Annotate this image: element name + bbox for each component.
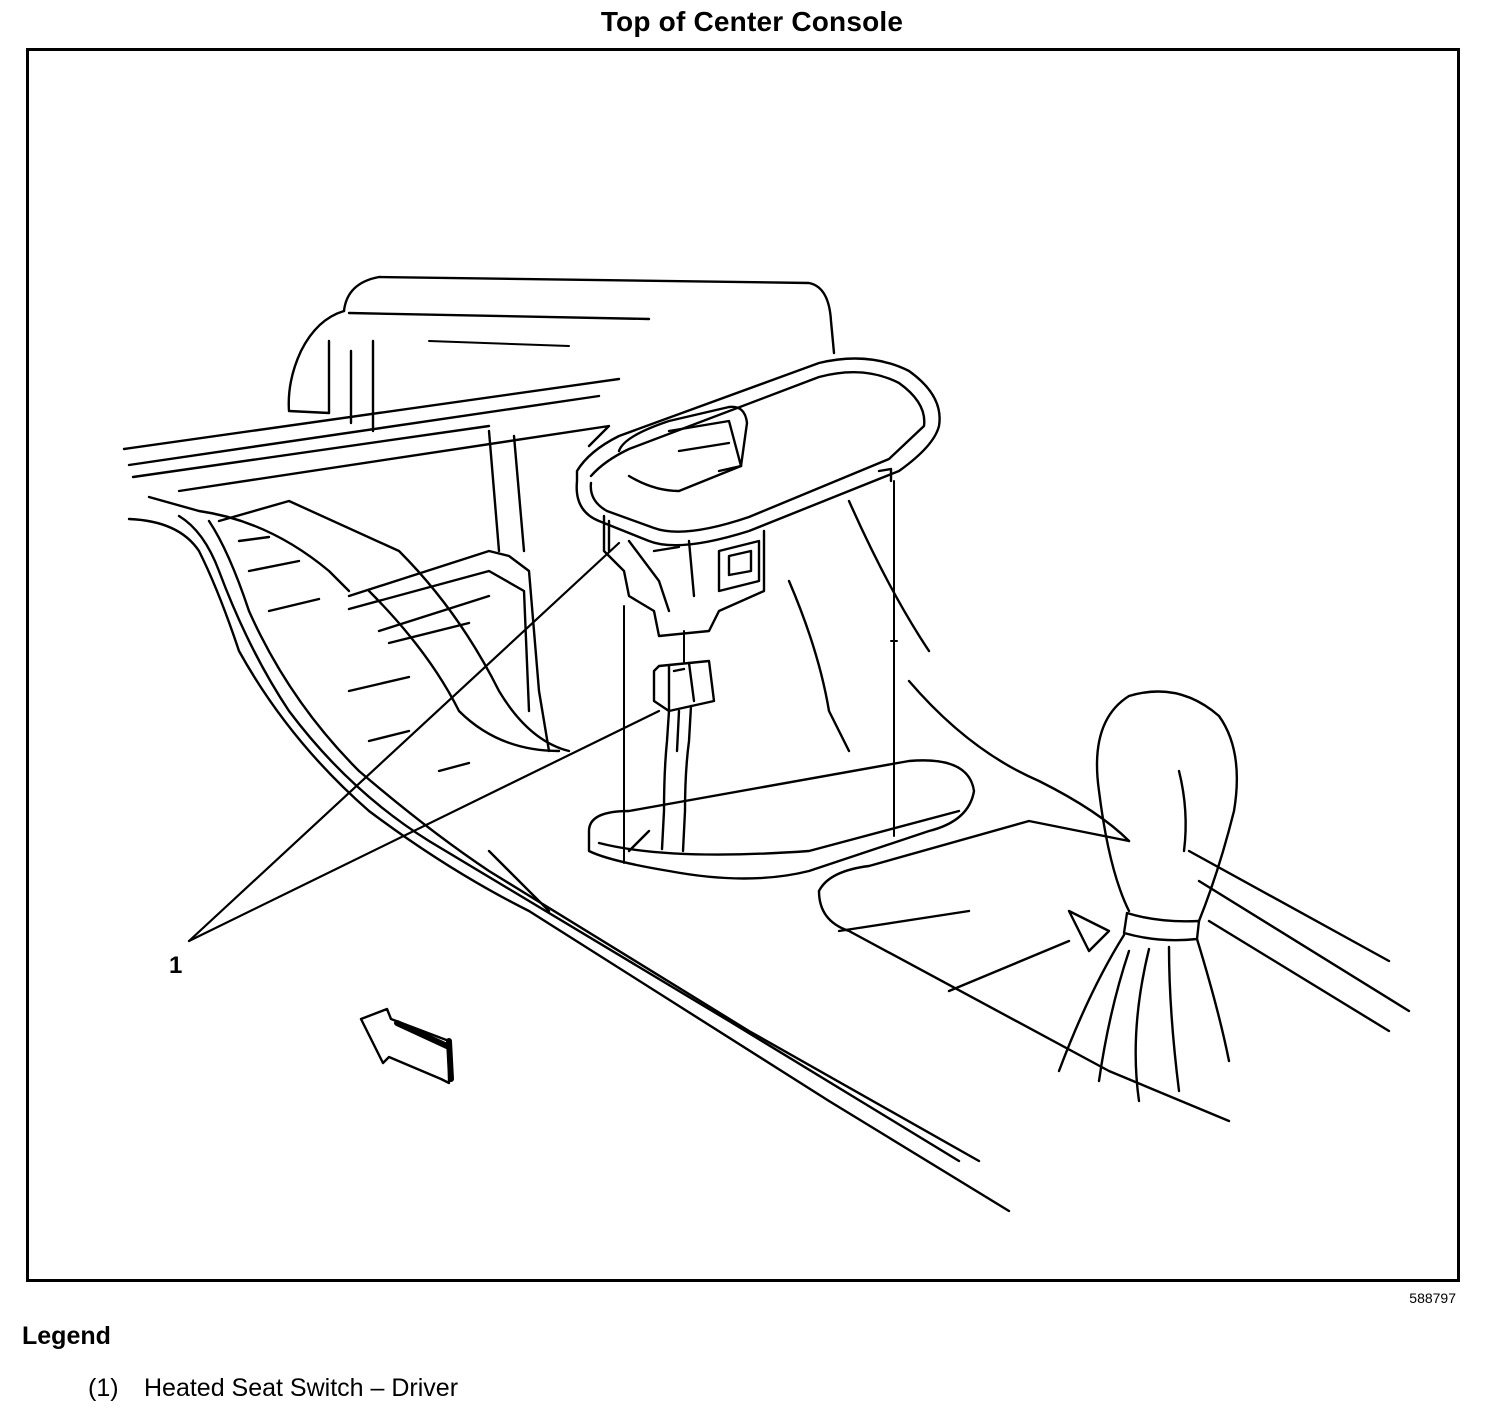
forward-arrow-icon: [359, 1007, 454, 1085]
diagram-frame: 1: [26, 48, 1460, 1282]
heated-seat-switch: [575, 357, 941, 638]
callout-label-1: 1: [169, 952, 182, 979]
gear-shifter: [1057, 690, 1239, 1103]
wiring-connector: [652, 659, 716, 853]
storage-bin: [147, 429, 561, 753]
callout-leaders: [187, 541, 661, 943]
install-guide-lines: [428, 340, 898, 864]
figure-id: 588797: [1409, 1290, 1456, 1306]
console-side-panels: [127, 499, 1011, 1213]
legend-heading: Legend: [22, 1322, 111, 1350]
rear-armrest: [287, 275, 836, 433]
console-rear-rail: [122, 377, 621, 493]
legend-item-number: (1): [88, 1374, 119, 1402]
legend-item-text: Heated Seat Switch – Driver: [144, 1374, 459, 1402]
legend-item: (1) Heated Seat Switch – Driver: [88, 1374, 458, 1403]
shifter-well: [817, 819, 1411, 1123]
diagram-title: Top of Center Console: [600, 6, 904, 37]
center-cover-panel: [587, 499, 1131, 880]
console-illustration: 1: [122, 275, 1411, 1213]
